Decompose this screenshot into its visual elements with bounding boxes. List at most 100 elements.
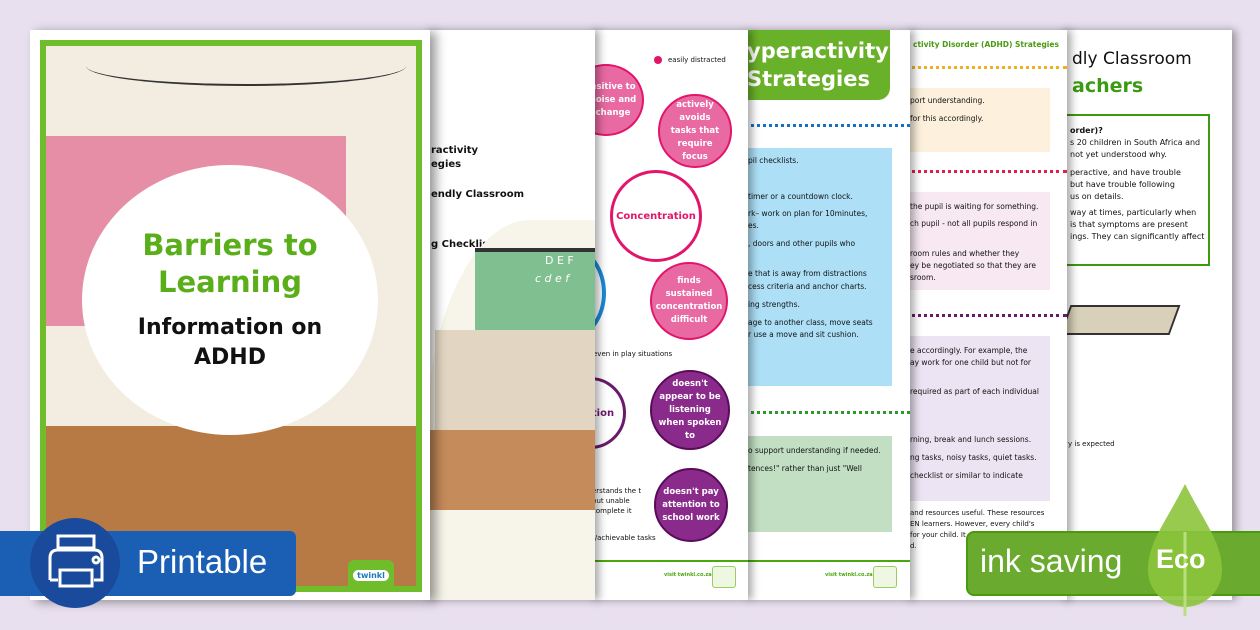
strategy-line: and resources useful. These resources	[910, 509, 1045, 517]
header-line-1: yperactivity	[747, 39, 889, 63]
green-box	[745, 436, 892, 532]
info-title-2: achers	[1072, 75, 1144, 97]
contents-item: endly Classroom	[431, 189, 524, 200]
strategy-line: es.	[748, 221, 759, 230]
strategy-line: timer or a countdown clock.	[748, 192, 853, 201]
strategy-line: checklist or similar to indicate	[910, 471, 1023, 480]
strategy-line: age to another class, move seats	[748, 318, 873, 327]
strategy-line: ey be negotiated so that they are	[910, 261, 1036, 270]
twinkl-quality-logo	[873, 566, 897, 588]
twinkl-logo: twinkl	[348, 560, 394, 590]
note-understands: erstands the t but unable complete it	[592, 487, 642, 515]
lilac-box	[905, 336, 1050, 501]
info-line: but have trouble following	[1070, 180, 1175, 189]
info-line: way at times, particularly when	[1070, 208, 1197, 217]
info-line: ings. They can significantly affect	[1070, 232, 1205, 241]
strategy-line: r use a move and sit cushion.	[748, 330, 859, 339]
info-expected: y is expected	[1068, 440, 1115, 448]
info-line: not yet understood why.	[1070, 150, 1167, 159]
strategy-line: rk– work on plan for 10minutes,	[748, 209, 868, 218]
note-dot	[654, 56, 662, 64]
strategy-line: tences!" rather than just "Well	[748, 464, 862, 473]
divider	[905, 66, 1067, 69]
adhd-strategies-page: ctivity Disorder (ADHD) Strategies port …	[905, 30, 1067, 600]
ink-saving-label: ink saving	[980, 543, 1123, 579]
bunting	[86, 46, 406, 86]
divider	[905, 170, 1067, 173]
board-letters: D E F	[545, 254, 574, 267]
info-line: us on details.	[1070, 192, 1124, 201]
bubble-sustained: finds sustained concentration difficult	[650, 262, 728, 340]
strategy-line: d.	[910, 542, 917, 550]
strategy-line: ng tasks, noisy tasks, quiet tasks.	[910, 453, 1037, 462]
footer-line	[745, 560, 910, 562]
strategy-line: e that is away from distractions	[748, 269, 867, 278]
strategy-line: the pupil is waiting for something.	[910, 202, 1039, 211]
note-even-play: even in play situations	[593, 350, 673, 358]
note-easily-distracted: easily distracted	[668, 56, 726, 64]
pink-box	[905, 192, 1050, 290]
divider	[905, 314, 1067, 317]
strategy-line: rning, break and lunch sessions.	[910, 435, 1032, 444]
strategy-line: port understanding.	[910, 96, 985, 105]
visit-link[interactable]: visit twinkl.co.za	[825, 572, 873, 578]
cover-title-circle: Barriers to Learning Information on ADHD	[82, 165, 378, 435]
board-script: c d e f	[535, 272, 570, 285]
bubble-sensitive: nsitive to noise and change	[590, 64, 644, 136]
blue-box	[745, 148, 892, 386]
twinkl-logo-text: twinkl	[353, 569, 389, 581]
contents-item: egies	[431, 159, 462, 170]
yellow-box	[905, 88, 1050, 152]
info-box	[1060, 114, 1210, 266]
eco-label: Eco	[1156, 544, 1206, 574]
page-header: ctivity Disorder (ADHD) Strategies	[913, 40, 1059, 49]
cover-title: Barriers to Learning	[142, 228, 318, 299]
chalkboard	[475, 248, 595, 332]
divider	[745, 411, 910, 414]
strategies-page: yperactivity Strategies pil checklists. …	[745, 30, 910, 600]
cover-subtitle: Information on ADHD	[137, 315, 323, 370]
mindmap-page: easily distracted nsitive to noise and c…	[590, 30, 748, 600]
info-title-1: dly Classroom	[1072, 49, 1192, 69]
contents-item: ractivity	[431, 145, 479, 156]
bubble-not-listening: doesn't appear to be listening when spok…	[650, 370, 730, 450]
strategy-line: o support understanding if needed.	[748, 446, 881, 455]
info-line: is that symptoms are present	[1070, 220, 1188, 229]
bubble-concentration: Concentration	[610, 170, 702, 262]
strategy-line: ay work for one child but not for	[910, 358, 1031, 367]
note-achievable: t/achievable tasks	[592, 534, 656, 542]
strategy-line: ch pupil - not all pupils respond in	[910, 219, 1038, 228]
bubble-avoids-tasks: actively avoids tasks that require focus	[658, 94, 732, 168]
strategy-line: for this accordingly.	[910, 114, 984, 123]
strategy-line: , doors and other pupils who	[748, 239, 856, 248]
strategy-line: room rules and whether they	[910, 249, 1020, 258]
strategy-line: sroom.	[910, 273, 936, 282]
strategy-line: required as part of each individual	[910, 387, 1039, 396]
footer-line	[590, 560, 748, 562]
info-line: peractive, and have trouble	[1070, 168, 1181, 177]
children-scene	[435, 330, 595, 440]
info-line: order)?	[1070, 126, 1103, 135]
header-line-2: Strategies	[747, 67, 870, 91]
divider	[745, 124, 910, 127]
desk	[425, 430, 595, 510]
twinkl-quality-logo	[712, 566, 736, 588]
visit-link[interactable]: visit twinkl.co.za	[664, 572, 712, 578]
strategy-line: EN learners. However, every child's	[910, 520, 1035, 528]
strategy-line: pil checklists.	[748, 156, 799, 165]
printable-label: Printable	[137, 543, 268, 580]
desk-illustration	[1060, 305, 1181, 335]
printer-icon	[30, 518, 120, 608]
strategy-line: for your child. It	[910, 531, 966, 539]
info-line: s 20 children in South Africa and	[1070, 138, 1201, 147]
strategy-line: ing strengths.	[748, 300, 800, 309]
strategies-header	[745, 30, 890, 100]
leaf-icon: Eco	[1146, 482, 1224, 618]
cover-page: Barriers to Learning Information on ADHD…	[30, 30, 430, 600]
strategy-line: e accordingly. For example, the	[910, 346, 1028, 355]
info-page: dly Classroom achers order)? s 20 childr…	[1060, 30, 1232, 600]
bubble-school-work: doesn't pay attention to school work	[654, 468, 728, 542]
strategy-line: cess criteria and anchor charts.	[748, 282, 867, 291]
bubble-attention-hub: tion	[590, 377, 626, 449]
contents-page: ractivity egies endly Classroom g Checkl…	[425, 30, 595, 600]
